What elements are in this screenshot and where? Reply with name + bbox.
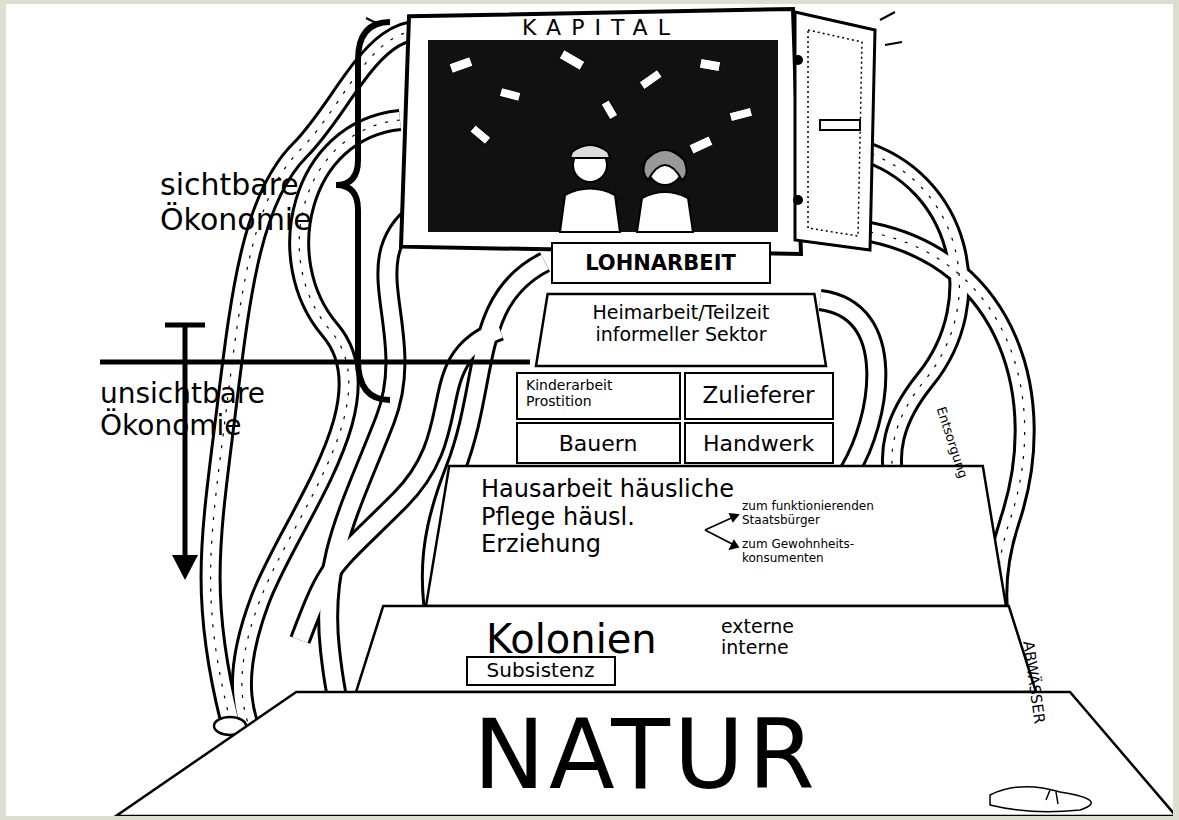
node-text: Heimarbeit/Teilzeit informeller Sektor [546, 302, 816, 346]
door-inset [808, 30, 862, 236]
outline-shape [356, 606, 1036, 692]
money [729, 107, 753, 121]
workers [560, 145, 693, 232]
leader-arrow [705, 515, 738, 530]
money [601, 100, 618, 120]
sparkle [885, 42, 902, 45]
node-text: Zulieferer [686, 382, 831, 408]
node-text: externe interne [721, 616, 821, 658]
hinge [793, 195, 803, 205]
worker-body [560, 189, 620, 233]
puddle [990, 787, 1091, 812]
outline-shape [116, 692, 1173, 816]
sparkle [366, 18, 380, 25]
leader-arrow [705, 530, 738, 547]
wastewater-puddle [990, 787, 1091, 812]
node-text: Bauern [518, 431, 678, 456]
arrow-head [172, 555, 198, 580]
node-text: LOHNARBEIT [553, 251, 768, 275]
worker-cap [570, 145, 610, 158]
node-text: Hausarbeit häusliche Pflege häusl. Erzie… [481, 476, 741, 559]
wage-labour-box: LOHNARBEIT [551, 242, 771, 284]
nature-base: NATUR [116, 692, 1173, 816]
sparkle [880, 12, 895, 20]
diagram-stage: KAPITAL LOHNARBEIT Heimarbeit/Teilzeit inf… [6, 4, 1173, 816]
informal-tier: Heimarbeit/Teilzeit informeller Sektor [536, 294, 826, 366]
node-text: NATUR [116, 700, 1173, 810]
child-labour-box: Kinderarbeit Prostition [516, 372, 681, 420]
money [559, 50, 585, 71]
money [699, 58, 720, 71]
safe-opening [428, 40, 778, 232]
housework-tier: Hausarbeit häusliche Pflege häusl. Erzie… [426, 466, 1006, 606]
woman-hair [643, 150, 686, 180]
supplier-box: Zulieferer [684, 372, 834, 420]
money [470, 125, 491, 145]
economy-label: sichtbare Ökonomie [160, 168, 350, 237]
node-text: KAPITAL [401, 15, 801, 40]
node-outline [356, 606, 1036, 692]
money [639, 70, 662, 90]
colonies-tier: Kolonienexterne interneSubsistenz [356, 606, 1036, 692]
money [499, 88, 521, 102]
node-text: Kinderarbeit Prostition [526, 377, 641, 409]
hinge [793, 55, 803, 65]
money [449, 57, 473, 74]
arrow-note: zum funktionierenden Staatsbürger [742, 500, 897, 528]
woman-body [637, 192, 693, 232]
node-outline [401, 9, 801, 254]
arrow-head [730, 541, 738, 549]
divider-line [100, 360, 530, 365]
outline-shape [536, 294, 826, 366]
arrow-note: zum Gewohnheits- konsumenten [742, 538, 857, 566]
money [689, 136, 713, 154]
household-arrows [705, 514, 738, 549]
node-text: Handwerk [686, 431, 831, 456]
outline-shape [401, 9, 801, 254]
craft-box: Handwerk [684, 422, 834, 464]
safe-door [793, 12, 875, 250]
visible-bracket [336, 22, 390, 400]
outline-shape [426, 466, 1006, 606]
worker-head [573, 148, 607, 182]
node-text: Subsistenz [468, 659, 613, 682]
door-handle [820, 120, 860, 130]
arrow-tick [165, 323, 205, 328]
capital-safe: KAPITAL [401, 9, 801, 254]
sparkle-lines [366, 12, 902, 45]
drips [1046, 790, 1058, 804]
arrow-head [730, 514, 738, 521]
safe-interior [428, 40, 778, 232]
invisible-arrow [183, 325, 188, 560]
door-panel [795, 12, 875, 250]
money-notes [449, 50, 753, 155]
economy-brackets [100, 22, 530, 580]
subsistence-box: Subsistenz [466, 656, 616, 686]
farmers-box: Bauern [516, 422, 681, 464]
economy-label: unsichtbare Ökonomie [100, 378, 280, 442]
woman-head [648, 151, 682, 185]
